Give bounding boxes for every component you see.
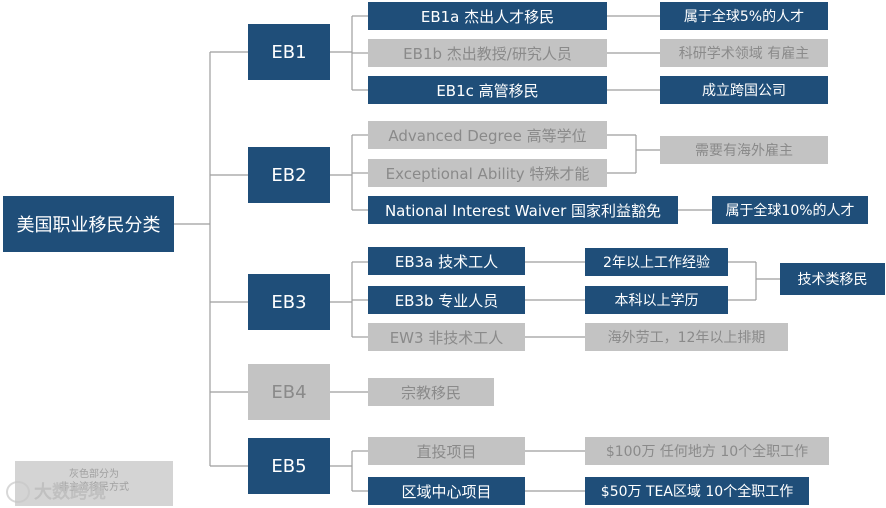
watermark-logo-icon xyxy=(6,481,30,503)
req-eb1b: 科研学术领域 有雇主 xyxy=(660,39,828,67)
sub-eb1b: EB1b 杰出教授/研究人员 xyxy=(368,39,607,67)
category-eb2: EB2 xyxy=(248,147,330,203)
sub-ew3: EW3 非技术工人 xyxy=(368,323,525,351)
req-eb2-niw: 属于全球10%的人才 xyxy=(712,196,868,224)
sub-eb3b: EB3b 专业人员 xyxy=(368,286,525,314)
category-eb3: EB3 xyxy=(248,274,330,330)
req-eb3a: 2年以上工作经验 xyxy=(585,248,728,276)
legend-line-2: 非主流移民方式 xyxy=(59,482,129,493)
sub-eb5-regional-center: 区域中心项目 xyxy=(368,477,525,505)
legend-line-1: 灰色部分为 xyxy=(69,469,119,480)
sub-eb2-advanced-degree: Advanced Degree 高等学位 xyxy=(368,121,607,149)
sub-eb2-exceptional-ability: Exceptional Ability 特殊才能 xyxy=(368,159,607,187)
sub-eb1c: EB1c 高管移民 xyxy=(368,76,607,104)
category-eb4: EB4 xyxy=(248,364,330,420)
req-eb3b: 本科以上学历 xyxy=(585,286,728,314)
sub-eb4-religious: 宗教移民 xyxy=(368,378,494,406)
legend-box: 灰色部分为 非主流移民方式 xyxy=(15,461,173,506)
req-eb1c: 成立跨国公司 xyxy=(660,76,828,104)
req-eb5-direct: $100万 任何地方 10个全职工作 xyxy=(585,437,829,465)
category-eb5: EB5 xyxy=(248,438,330,494)
category-eb1: EB1 xyxy=(248,24,330,80)
sub-eb2-national-interest-waiver: National Interest Waiver 国家利益豁免 xyxy=(368,196,678,224)
root-node: 美国职业移民分类 xyxy=(3,196,174,252)
req-ew3: 海外劳工，12年以上排期 xyxy=(585,323,788,351)
req-eb2-overseas-employer: 需要有海外雇主 xyxy=(660,136,828,164)
sub-eb5-direct-investment: 直投项目 xyxy=(368,437,525,465)
watermark: 大数跨境 xyxy=(34,482,106,503)
req-eb1a: 属于全球5%的人才 xyxy=(660,2,828,30)
sub-eb3a: EB3a 技术工人 xyxy=(368,247,525,275)
group-skilled-immigration: 技术类移民 xyxy=(780,263,885,295)
sub-eb1a: EB1a 杰出人才移民 xyxy=(368,2,607,30)
req-eb5-regional: $50万 TEA区域 10个全职工作 xyxy=(585,477,809,505)
